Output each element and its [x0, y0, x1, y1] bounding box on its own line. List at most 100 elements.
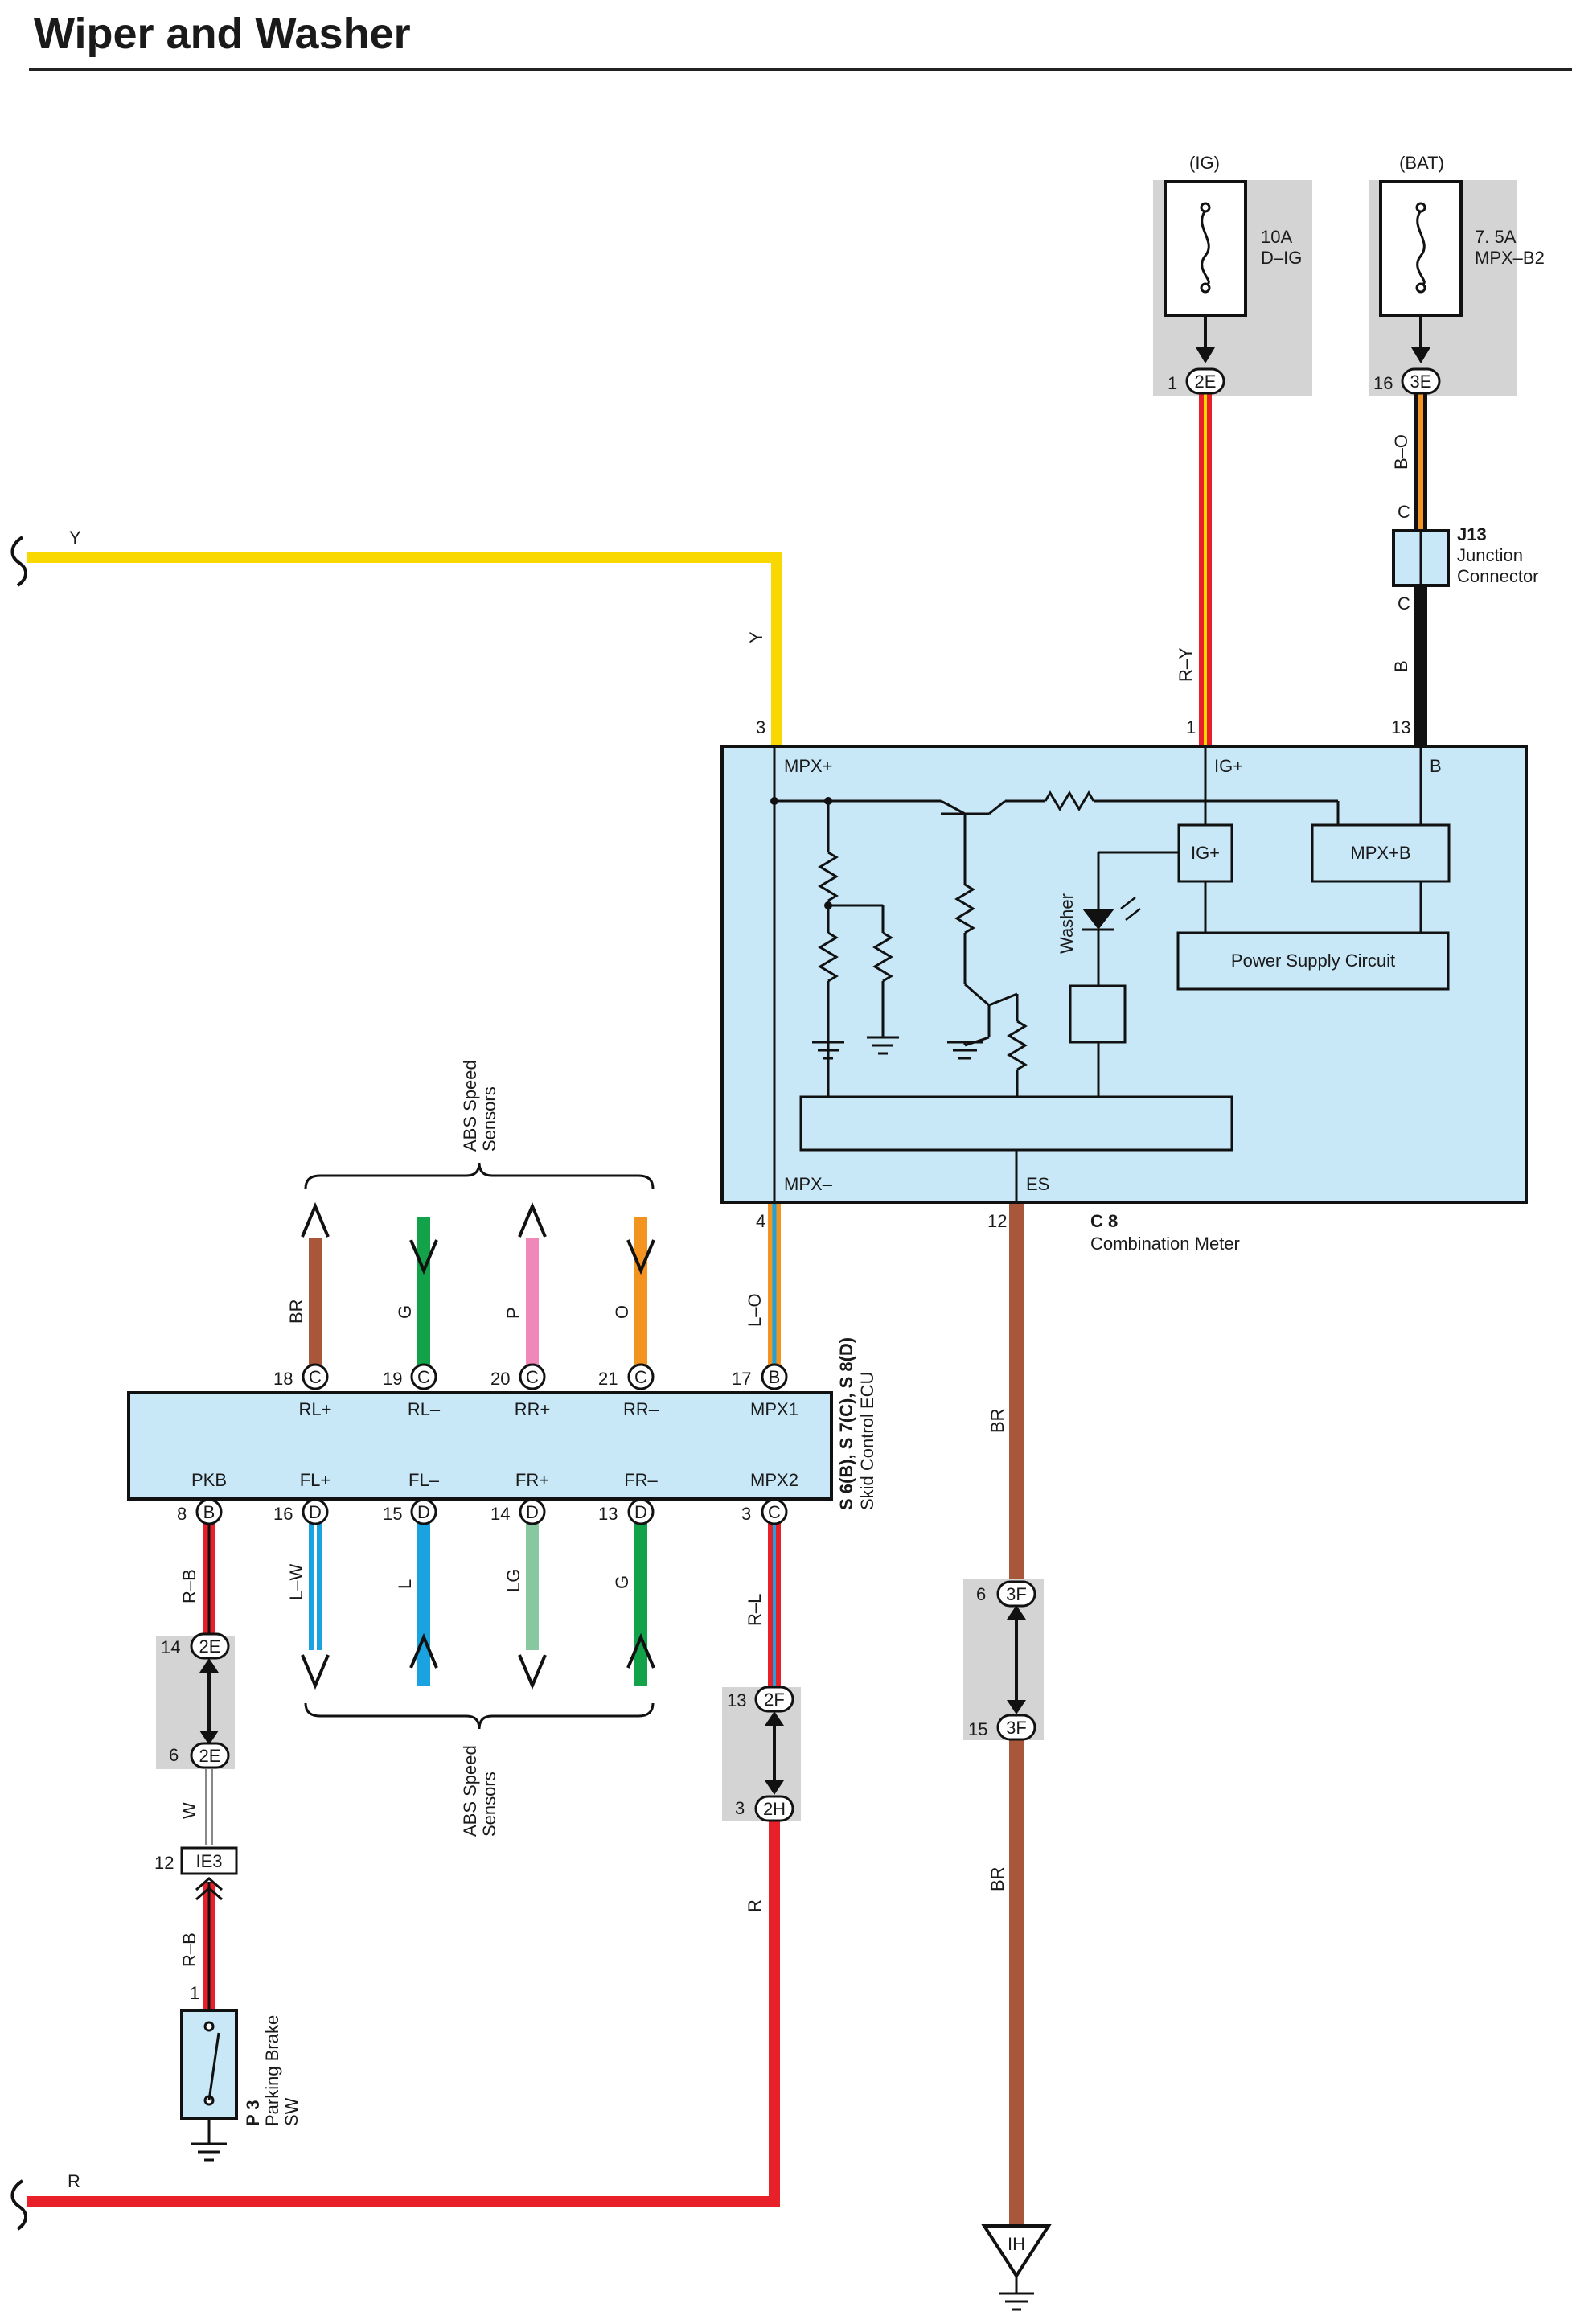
abs-bottom-line1: ABS Speed	[460, 1745, 480, 1837]
junction-line2: Connector	[1457, 566, 1539, 586]
svg-text:6: 6	[169, 1745, 179, 1765]
wire-label-bo: B–O	[1391, 434, 1411, 470]
wire-red	[27, 1808, 780, 2207]
svg-text:3F: 3F	[1006, 1584, 1027, 1604]
fuse-ig-rating: 10A	[1261, 227, 1292, 247]
abs-bottom-label-1: L	[395, 1579, 415, 1589]
pkb-pin: 1	[190, 1983, 199, 2003]
abs-top-label-0: BR	[286, 1299, 306, 1324]
svg-text:2E: 2E	[199, 1746, 221, 1766]
fuse-bat-symbol	[1416, 210, 1426, 286]
svg-text:21: 21	[598, 1369, 618, 1389]
meter-id: C 8	[1090, 1211, 1118, 1231]
ecu-bottom-pin-5: MPX2 3 C	[741, 1470, 798, 1525]
svg-text:14: 14	[161, 1637, 180, 1657]
svg-text:3: 3	[735, 1798, 745, 1818]
ecu-top-pin-3: 21 C RR–	[598, 1363, 659, 1419]
abs-bottom-label-2: LG	[503, 1569, 523, 1592]
svg-text:RL+: RL+	[299, 1399, 332, 1419]
meter-mpxb-label: MPX+B	[1350, 843, 1410, 863]
fuse-bat-name: MPX–B2	[1475, 248, 1545, 268]
meter-pin-mpx-minus: 4	[756, 1211, 765, 1231]
meter-logic-block	[799, 1095, 1233, 1152]
svg-text:C: C	[768, 1502, 781, 1522]
wire-label-rb-upper: R–B	[179, 1569, 199, 1603]
meter-mpxb-box	[1311, 823, 1451, 883]
svg-text:FR–: FR–	[624, 1470, 658, 1490]
svg-text:MPX2: MPX2	[750, 1470, 798, 1490]
abs-bottom-line2: Sensors	[479, 1772, 499, 1837]
junction-id: J13	[1457, 524, 1487, 544]
ecu-id: S 6(B), S 7(C), S 8(D)	[836, 1337, 856, 1510]
abs-top-label-3: O	[612, 1305, 632, 1319]
page-title: Wiper and Washer	[34, 10, 411, 58]
meter-ig-box	[1177, 823, 1233, 883]
abs-bottom-label-0: L–W	[286, 1564, 306, 1600]
ecu-bottom-pin-1: FL+ 16 D	[273, 1470, 331, 1525]
svg-text:14: 14	[490, 1504, 510, 1524]
ecu-name: Skid Control ECU	[857, 1372, 877, 1510]
fuse-bat-rating: 7. 5A	[1475, 227, 1517, 247]
svg-text:16: 16	[273, 1504, 293, 1524]
svg-text:6: 6	[976, 1584, 986, 1604]
svg-text:17: 17	[732, 1369, 751, 1389]
svg-text:IE3: IE3	[195, 1851, 222, 1871]
svg-text:19: 19	[383, 1369, 402, 1389]
meter-pin-mpx-plus: 3	[756, 717, 765, 737]
svg-text:FL+: FL+	[300, 1470, 331, 1490]
fuse-ig-source: (IG)	[1189, 153, 1220, 173]
wire-break-r	[10, 2179, 27, 2231]
ecu-top-pin-0: 18 C RL+	[273, 1363, 332, 1419]
svg-text:RR–: RR–	[623, 1399, 659, 1419]
svg-text:C: C	[309, 1367, 322, 1387]
junction-top-pin: C	[1398, 502, 1410, 522]
svg-text:D: D	[417, 1502, 430, 1522]
svg-text:16: 16	[1373, 373, 1393, 393]
ecu-top-pin-2: 20 C RR+	[490, 1363, 551, 1419]
fuse-ig-pin: 1 2E	[1168, 367, 1225, 395]
parking-brake-switch: P 3 Parking Brake SW	[180, 2009, 302, 2162]
meter-pin-b: 13	[1391, 717, 1410, 737]
connector-ie3: 12 IE3 1	[154, 1846, 238, 2003]
fuse-bat: (BAT) 7. 5A MPX–B2	[1369, 153, 1545, 396]
parking-line1: Parking Brake	[262, 2015, 282, 2126]
fuse-ig-symbol	[1201, 210, 1210, 286]
svg-text:15: 15	[383, 1504, 402, 1524]
svg-text:15: 15	[968, 1719, 987, 1739]
abs-top-line1: ABS Speed	[460, 1060, 480, 1152]
svg-text:RR+: RR+	[515, 1399, 551, 1419]
svg-text:D: D	[309, 1502, 322, 1522]
svg-text:3F: 3F	[1006, 1718, 1027, 1738]
connector-right: 6 3F 15 3F	[963, 1579, 1044, 1741]
svg-text:1: 1	[1168, 373, 1177, 393]
combination-meter: 3 1 13 4 12 MPX+ IG+ B MPX– ES C 8 Combi…	[720, 717, 1528, 1254]
washer-block	[1069, 984, 1127, 1044]
wire-label-rl: R–L	[745, 1594, 765, 1626]
power-supply-label: Power Supply Circuit	[1231, 951, 1395, 971]
meter-washer-label: Washer	[1057, 893, 1077, 954]
parking-line2: SW	[281, 2097, 302, 2126]
junction-connector: C C J13 Junction Connector	[1392, 502, 1539, 614]
svg-text:2F: 2F	[764, 1690, 785, 1710]
ecu-bottom-pin-3: FR+ 14 D	[490, 1470, 549, 1525]
svg-text:8: 8	[177, 1504, 187, 1524]
wire-label-lo: L–O	[745, 1293, 765, 1327]
svg-text:2H: 2H	[763, 1799, 786, 1819]
meter-pin-ig: 1	[1186, 717, 1196, 737]
wire-label-ry: R–Y	[1176, 647, 1196, 682]
wire-yellow	[27, 552, 782, 746]
connector-left: 14 2E 6 2E	[156, 1632, 235, 1769]
parking-id: P 3	[243, 2100, 263, 2126]
meter-label-b: B	[1430, 756, 1442, 776]
svg-text:2E: 2E	[1195, 372, 1217, 392]
fuse-ig-name: D–IG	[1261, 248, 1302, 268]
ecu-bottom-pin-4: FR– 13 D	[598, 1470, 659, 1525]
svg-text:C: C	[634, 1367, 647, 1387]
wire-label-br-upper: BR	[987, 1408, 1008, 1433]
abs-top-label-2: P	[503, 1307, 523, 1319]
meter-label-mpx-minus: MPX–	[784, 1174, 833, 1194]
svg-text:MPX1: MPX1	[750, 1399, 798, 1419]
abs-top-brace	[304, 1162, 655, 1189]
svg-text:D: D	[526, 1502, 539, 1522]
connector-mid: 13 2F 3 2H	[722, 1686, 801, 1822]
